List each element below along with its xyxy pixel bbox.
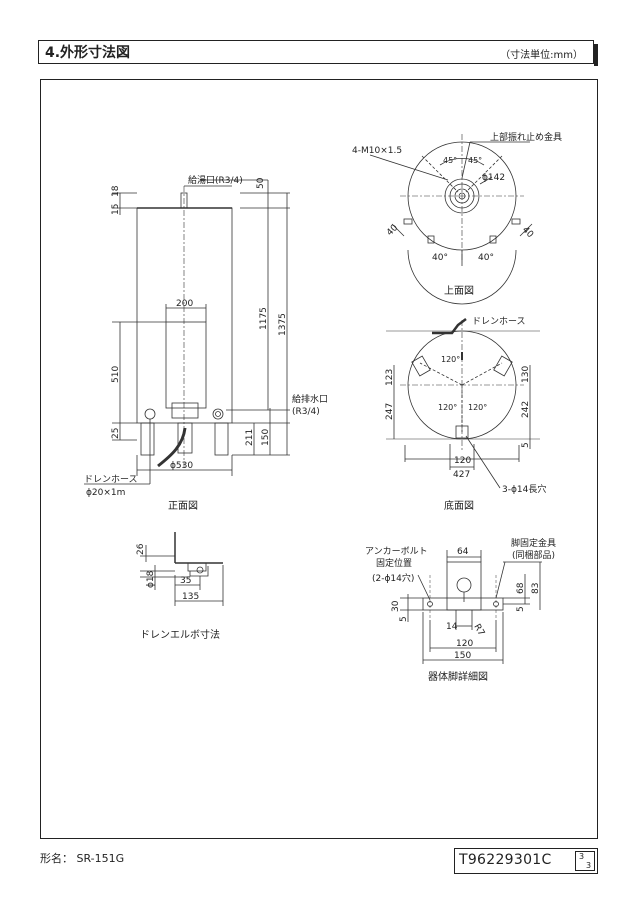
label-top-bracket: 上部振れ止め金具 bbox=[490, 131, 562, 143]
page-indicator: 3 3 bbox=[575, 851, 595, 871]
angle-120-top: 120° bbox=[441, 355, 460, 364]
caption-top-view: 上面図 bbox=[444, 285, 474, 297]
label-supply-port: 給排水口 bbox=[292, 393, 328, 405]
top-view bbox=[369, 134, 533, 305]
dim-35: 35 bbox=[180, 576, 191, 586]
section-header: 4.外形寸法図 （寸法単位:mm） bbox=[38, 40, 598, 66]
label-hot-outlet: 給湯口(R3/4) bbox=[188, 174, 243, 186]
leg-center bbox=[177, 422, 193, 454]
dim-242: 242 bbox=[521, 401, 531, 418]
model-name: 形名： SR-151G bbox=[40, 852, 125, 865]
dim-26: 26 bbox=[136, 543, 146, 555]
bottom-drain-hose bbox=[432, 318, 467, 335]
dim-530: ϕ530 bbox=[170, 461, 193, 471]
service-cover bbox=[165, 321, 207, 409]
dim-130: 130 bbox=[521, 366, 531, 383]
angle-40-left: 40° bbox=[432, 253, 448, 263]
dim-14: 14 bbox=[446, 622, 458, 632]
drain-hose bbox=[157, 427, 187, 468]
dim-bottom-120: 120 bbox=[454, 456, 471, 466]
label-leg-bracket-included: (同梱部品) bbox=[512, 549, 555, 561]
caption-bottom-view: 底面図 bbox=[444, 499, 474, 512]
section-title: 4.外形寸法図 bbox=[45, 45, 131, 61]
dim-leg-120: 120 bbox=[456, 639, 473, 649]
dim-40-left: 40 bbox=[385, 223, 400, 238]
label-drain-hose-size: ϕ20×1m bbox=[86, 488, 125, 498]
dim-15: 15 bbox=[111, 204, 121, 215]
tank-body bbox=[136, 207, 233, 424]
front-view bbox=[84, 179, 290, 485]
dim-1175: 1175 bbox=[259, 307, 269, 330]
label-supply-port-size: (R3/4) bbox=[292, 407, 320, 417]
angle-45-left: 45° bbox=[443, 156, 457, 165]
label-anchor-bolt: アンカーボルト bbox=[365, 546, 428, 557]
hot-outlet-pipe bbox=[180, 192, 188, 209]
label-leg-bracket: 脚固定金具 bbox=[511, 537, 556, 549]
leg-left bbox=[140, 422, 155, 456]
dim-123: 123 bbox=[385, 369, 395, 386]
label-anchor-holes: (2-ϕ14穴) bbox=[372, 572, 414, 584]
dim-247: 247 bbox=[385, 403, 395, 420]
angle-40-right: 40° bbox=[478, 253, 494, 263]
bottom-view bbox=[386, 318, 540, 489]
dim-R7: R7 bbox=[471, 623, 486, 638]
document-number-box: T96229301C 3 3 bbox=[454, 848, 598, 874]
drain-elbow bbox=[140, 532, 224, 606]
dim-211: 211 bbox=[245, 429, 255, 446]
dim-150: 150 bbox=[261, 429, 271, 446]
dim-40-right: 40 bbox=[520, 225, 535, 240]
supply-port-right bbox=[212, 408, 224, 420]
dim-30: 30 bbox=[391, 600, 401, 612]
header-accent-bar bbox=[594, 44, 598, 66]
unit-note: （寸法単位:mm） bbox=[500, 50, 583, 61]
dim-142: ϕ142 bbox=[482, 173, 505, 183]
label-bolt: 4-M10×1.5 bbox=[352, 146, 402, 156]
page-total: 3 bbox=[586, 861, 592, 870]
dim-leg-150: 150 bbox=[454, 651, 471, 661]
dim-64: 64 bbox=[457, 547, 469, 557]
caption-drain-elbow: ドレンエルボ寸法 bbox=[140, 628, 220, 641]
dim-leg-5-left: 5 bbox=[399, 616, 409, 622]
dim-elbow-18: ϕ18 bbox=[146, 570, 156, 588]
dim-leg-5-right: 5 bbox=[516, 606, 526, 612]
label-bottom-drain-hose: ドレンホース bbox=[472, 316, 526, 327]
dim-135: 135 bbox=[182, 592, 199, 602]
drain-port-left bbox=[144, 408, 156, 420]
caption-leg-detail: 器体脚詳細図 bbox=[428, 670, 488, 683]
dim-427: 427 bbox=[453, 470, 470, 480]
dim-83: 83 bbox=[531, 583, 541, 594]
dim-510: 510 bbox=[111, 366, 121, 383]
document-number: T96229301C bbox=[459, 852, 552, 868]
leg-detail bbox=[400, 550, 542, 664]
leg-right bbox=[214, 422, 229, 456]
dim-25: 25 bbox=[111, 428, 121, 439]
dim-68: 68 bbox=[516, 582, 526, 594]
label-anchor-position: 固定位置 bbox=[376, 557, 412, 569]
label-drain-hose: ドレンホース bbox=[84, 474, 138, 485]
dim-1375: 1375 bbox=[278, 313, 288, 336]
dim-200: 200 bbox=[176, 299, 193, 309]
label-slot-holes: 3-ϕ14長穴 bbox=[502, 483, 546, 495]
control-box bbox=[171, 402, 199, 419]
drawing-frame bbox=[40, 79, 598, 839]
angle-120-right: 120° bbox=[468, 403, 487, 412]
dim-50: 50 bbox=[256, 177, 266, 189]
caption-front-view: 正面図 bbox=[168, 500, 198, 512]
angle-45-right: 45° bbox=[468, 156, 482, 165]
dim-18: 18 bbox=[111, 185, 121, 197]
dim-5: 5 bbox=[521, 442, 531, 448]
angle-120-left: 120° bbox=[438, 403, 457, 412]
page-number: 3 bbox=[579, 852, 585, 861]
